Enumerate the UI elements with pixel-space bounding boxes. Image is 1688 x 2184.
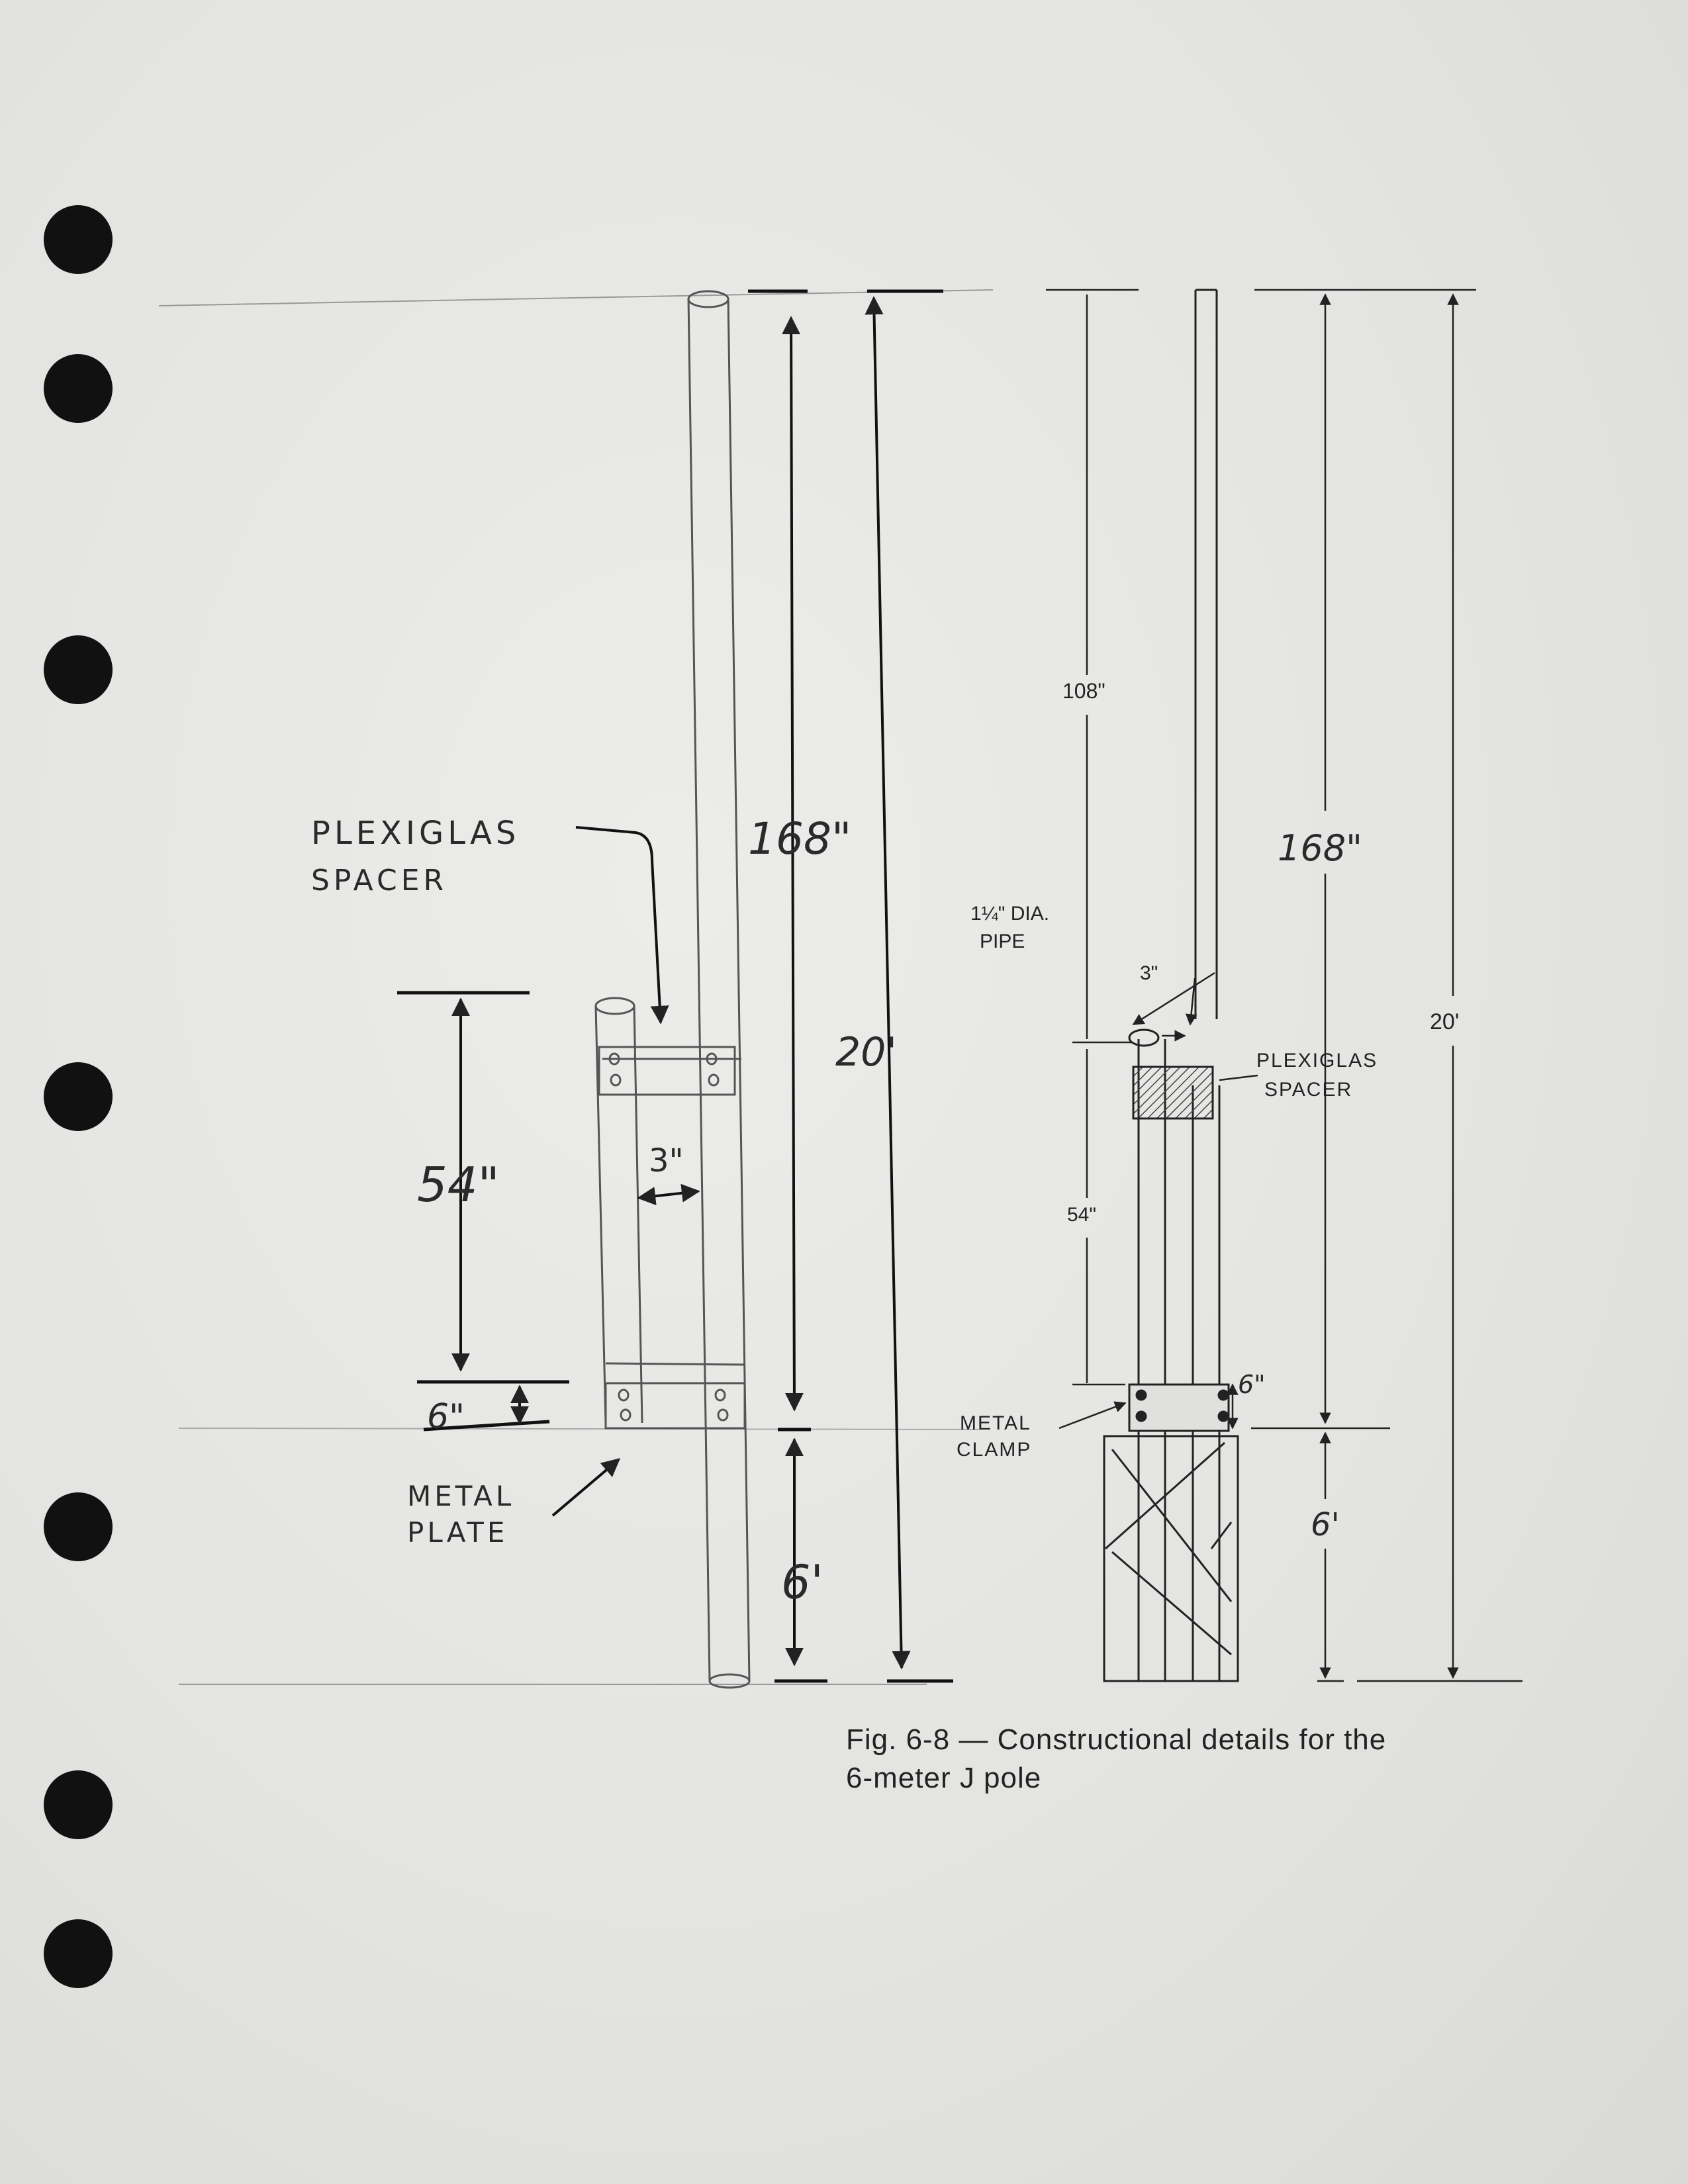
caption-line-2: 6-meter J pole [846, 1762, 1042, 1794]
sketch-20ft-label: 20' [835, 1029, 897, 1075]
sketch-6in-label: 6" [427, 1397, 465, 1437]
printed-spacer-label-2: SPACER [1264, 1079, 1352, 1101]
reference-line-middle [178, 1428, 980, 1430]
sketch-main-pipe [687, 290, 751, 1689]
sketch-54-label: 54" [417, 1157, 500, 1212]
binder-hole [44, 1770, 113, 1839]
printed-168-label: 168" [1278, 827, 1362, 869]
printed-spacer-label-1: PLEXIGLAS [1256, 1050, 1378, 1071]
printed-6in-label: 6" [1238, 1370, 1266, 1399]
printed-108-label: 108" [1062, 679, 1105, 703]
sketch-dimension-marks [397, 289, 953, 1683]
binder-hole [44, 1919, 113, 1988]
printed-support-mast [1103, 1435, 1239, 1682]
reference-line-top [158, 289, 994, 306]
figure-caption: Fig. 6-8 — Constructional details for th… [846, 1721, 1548, 1797]
printed-3in-label: 3" [1140, 962, 1158, 984]
sketch-metal-plate [604, 1382, 746, 1430]
printed-20ft-label: 20' [1430, 1009, 1459, 1034]
sketch-spacer-label-2: SPACER [311, 864, 447, 897]
hand-sketch [158, 289, 994, 1689]
binder-hole [44, 354, 113, 423]
sketch-plexiglas-spacer [598, 1046, 736, 1096]
printed-clamp-label-1: METAL [960, 1412, 1031, 1434]
printed-pipe-label-1: 1¼" DIA. [970, 903, 1049, 925]
printed-metal-clamp [1128, 1383, 1230, 1432]
binder-hole [44, 1492, 113, 1561]
sketch-plate-label-2: PLATE [407, 1516, 508, 1549]
printed-clamp-label-2: CLAMP [957, 1439, 1031, 1461]
printed-main-pipe [1192, 289, 1221, 1681]
sketch-6ft-label: 6' [781, 1555, 823, 1610]
binder-hole [44, 635, 113, 704]
sketch-labels: PLEXIGLAS SPACER 168" 20' 54" 3" 6" 6' M… [311, 813, 897, 1610]
binder-hole [44, 205, 113, 274]
printed-labels: 108" 168" 20' 1¼" DIA. PIPE 3" PLEXIGLAS… [957, 679, 1459, 1543]
caption-line-1: Fig. 6-8 — Constructional details for th… [846, 1723, 1387, 1756]
binder-hole [44, 1062, 113, 1131]
sketch-spacer-label-1: PLEXIGLAS [311, 815, 520, 852]
printed-plexiglas-spacer [1132, 1066, 1214, 1120]
printed-54-label: 54" [1067, 1204, 1096, 1226]
sketch-3in-label: 3" [649, 1142, 684, 1179]
printed-6ft-label: 6' [1311, 1506, 1340, 1543]
sketch-plate-label-1: METAL [407, 1480, 514, 1512]
sketch-dimension-arrows [451, 296, 911, 1670]
printed-dimension-lines [1046, 289, 1523, 1682]
sketch-168-label: 168" [748, 813, 851, 864]
printed-drawing [1046, 289, 1523, 1682]
printed-pipe-label-2: PIPE [980, 931, 1025, 952]
sketch-stub-pipe [594, 997, 745, 1424]
